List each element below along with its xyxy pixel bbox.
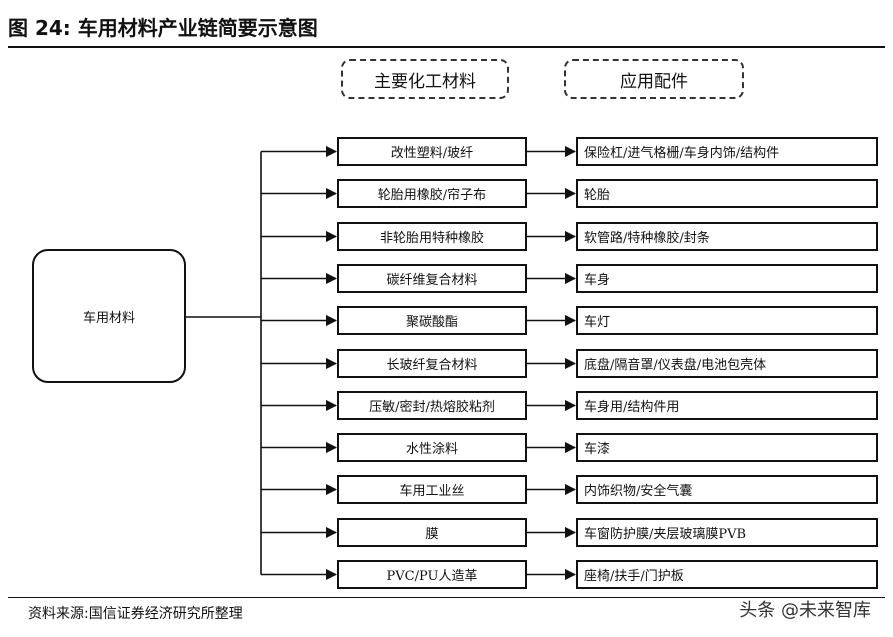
material-box: 改性塑料/玻纤 bbox=[337, 137, 527, 166]
application-box: 保险杠/进气格栅/车身内饰/结构件 bbox=[576, 137, 878, 166]
material-box: 非轮胎用特种橡胶 bbox=[337, 222, 527, 251]
application-box: 车身 bbox=[576, 264, 878, 293]
material-box: 碳纤维复合材料 bbox=[337, 264, 527, 293]
top-rule bbox=[8, 46, 885, 48]
material-box: 车用工业丝 bbox=[337, 475, 527, 504]
watermark: 头条 @未来智库 bbox=[739, 600, 871, 621]
application-box: 软管路/特种橡胶/封条 bbox=[576, 222, 878, 251]
bottom-rule bbox=[8, 597, 885, 598]
header-materials: 主要化工材料 bbox=[341, 59, 509, 99]
application-box: 内饰织物/安全气囊 bbox=[576, 475, 878, 504]
root-node-vehicle-materials: 车用材料 bbox=[32, 249, 186, 383]
header-parts: 应用配件 bbox=[564, 59, 744, 99]
material-box: 水性涂料 bbox=[337, 433, 527, 462]
application-box: 车灯 bbox=[576, 306, 878, 335]
application-box: 车身用/结构件用 bbox=[576, 391, 878, 420]
material-box: 轮胎用橡胶/帘子布 bbox=[337, 179, 527, 208]
application-box: 车漆 bbox=[576, 433, 878, 462]
application-box: 座椅/扶手/门护板 bbox=[576, 560, 878, 589]
material-box: 长玻纤复合材料 bbox=[337, 349, 527, 378]
material-box: 聚碳酸酯 bbox=[337, 306, 527, 335]
application-box: 底盘/隔音罩/仪表盘/电池包壳体 bbox=[576, 349, 878, 378]
figure-title: 图 24: 车用材料产业链简要示意图 bbox=[8, 16, 318, 40]
material-box: 压敏/密封/热熔胶粘剂 bbox=[337, 391, 527, 420]
application-box: 车窗防护膜/夹层玻璃膜PVB bbox=[576, 518, 878, 547]
application-box: 轮胎 bbox=[576, 179, 878, 208]
material-box: PVC/PU人造革 bbox=[337, 560, 527, 589]
source-note: 资料来源:国信证券经济研究所整理 bbox=[28, 606, 243, 622]
material-box: 膜 bbox=[337, 518, 527, 547]
